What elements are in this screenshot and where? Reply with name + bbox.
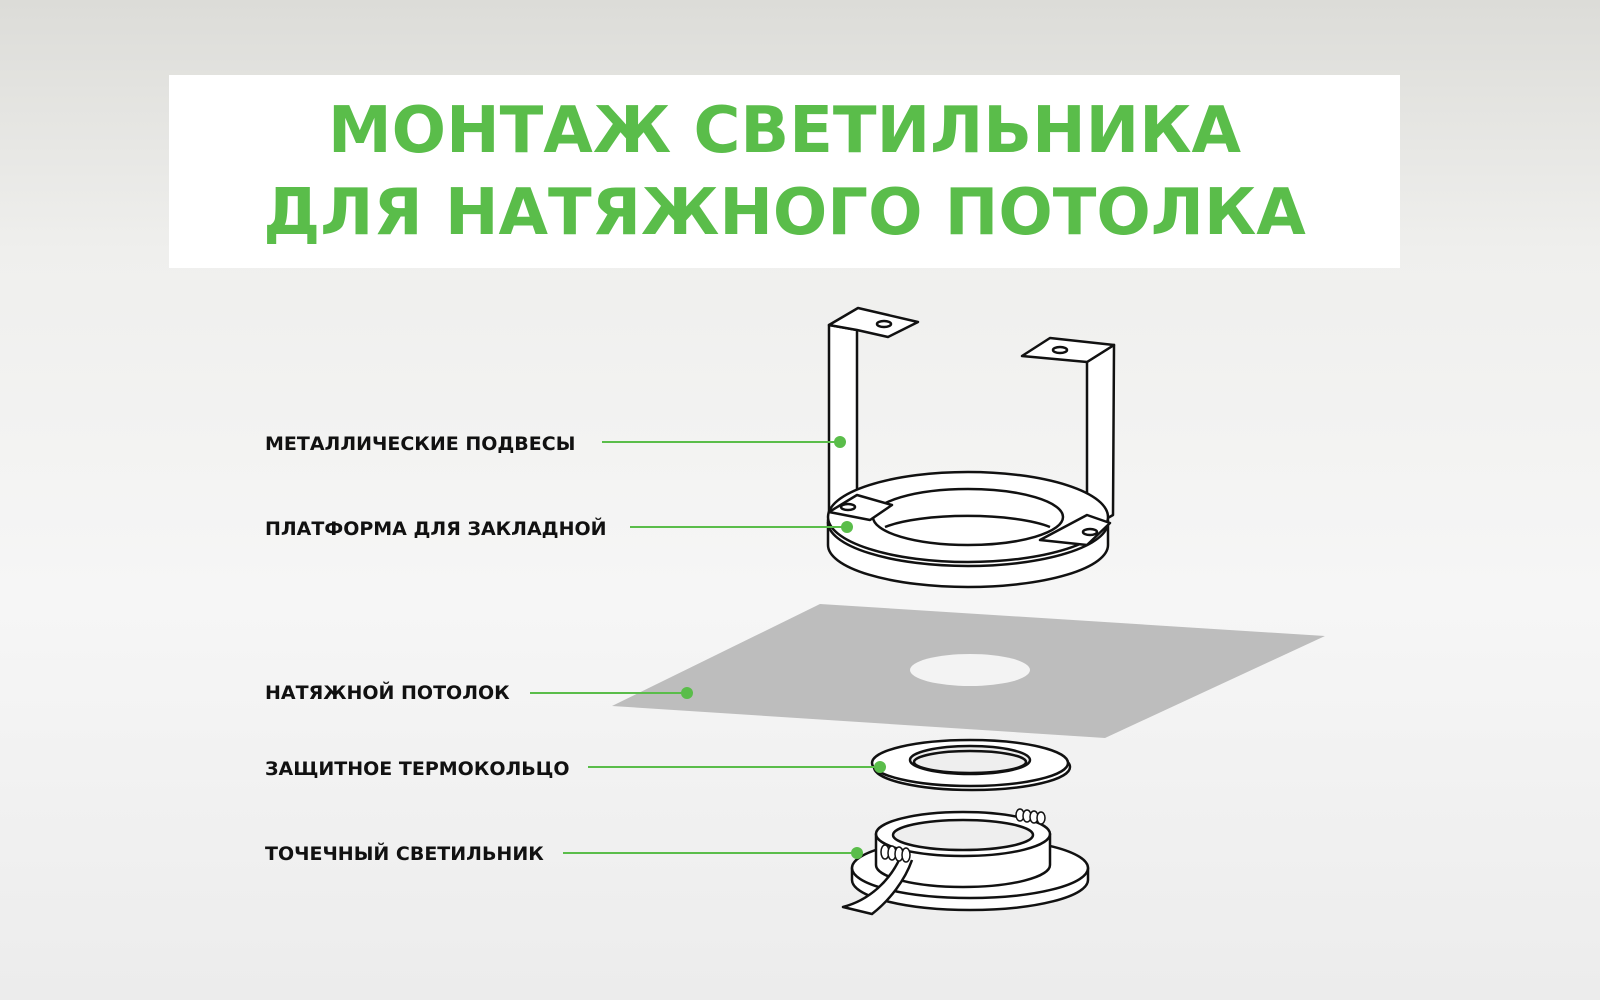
spot-luminaire: [841, 808, 1090, 916]
title-banner: МОНТАЖ СВЕТИЛЬНИКА ДЛЯ НАТЯЖНОГО ПОТОЛКА: [169, 75, 1400, 268]
stretch-ceiling: [612, 604, 1325, 738]
title-line-2: ДЛЯ НАТЯЖНОГО ПОТОЛКА: [263, 175, 1306, 250]
thermo-ring: [870, 738, 1072, 792]
title-line-1: МОНТАЖ СВЕТИЛЬНИКА: [327, 93, 1242, 168]
platform: [826, 470, 1112, 589]
leader-lines: [530, 436, 886, 859]
label-thermo-ring: ЗАЩИТНОЕ ТЕРМОКОЛЬЦО: [265, 758, 570, 780]
label-platform: ПЛАТФОРМА ДЛЯ ЗАКЛАДНОЙ: [265, 518, 607, 540]
label-metal-hangers: МЕТАЛЛИЧЕСКИЕ ПОДВЕСЫ: [265, 433, 576, 455]
label-stretch-ceiling: НАТЯЖНОЙ ПОТОЛОК: [265, 682, 510, 704]
label-spot-luminaire: ТОЧЕЧНЫЙ СВЕТИЛЬНИК: [265, 843, 544, 865]
